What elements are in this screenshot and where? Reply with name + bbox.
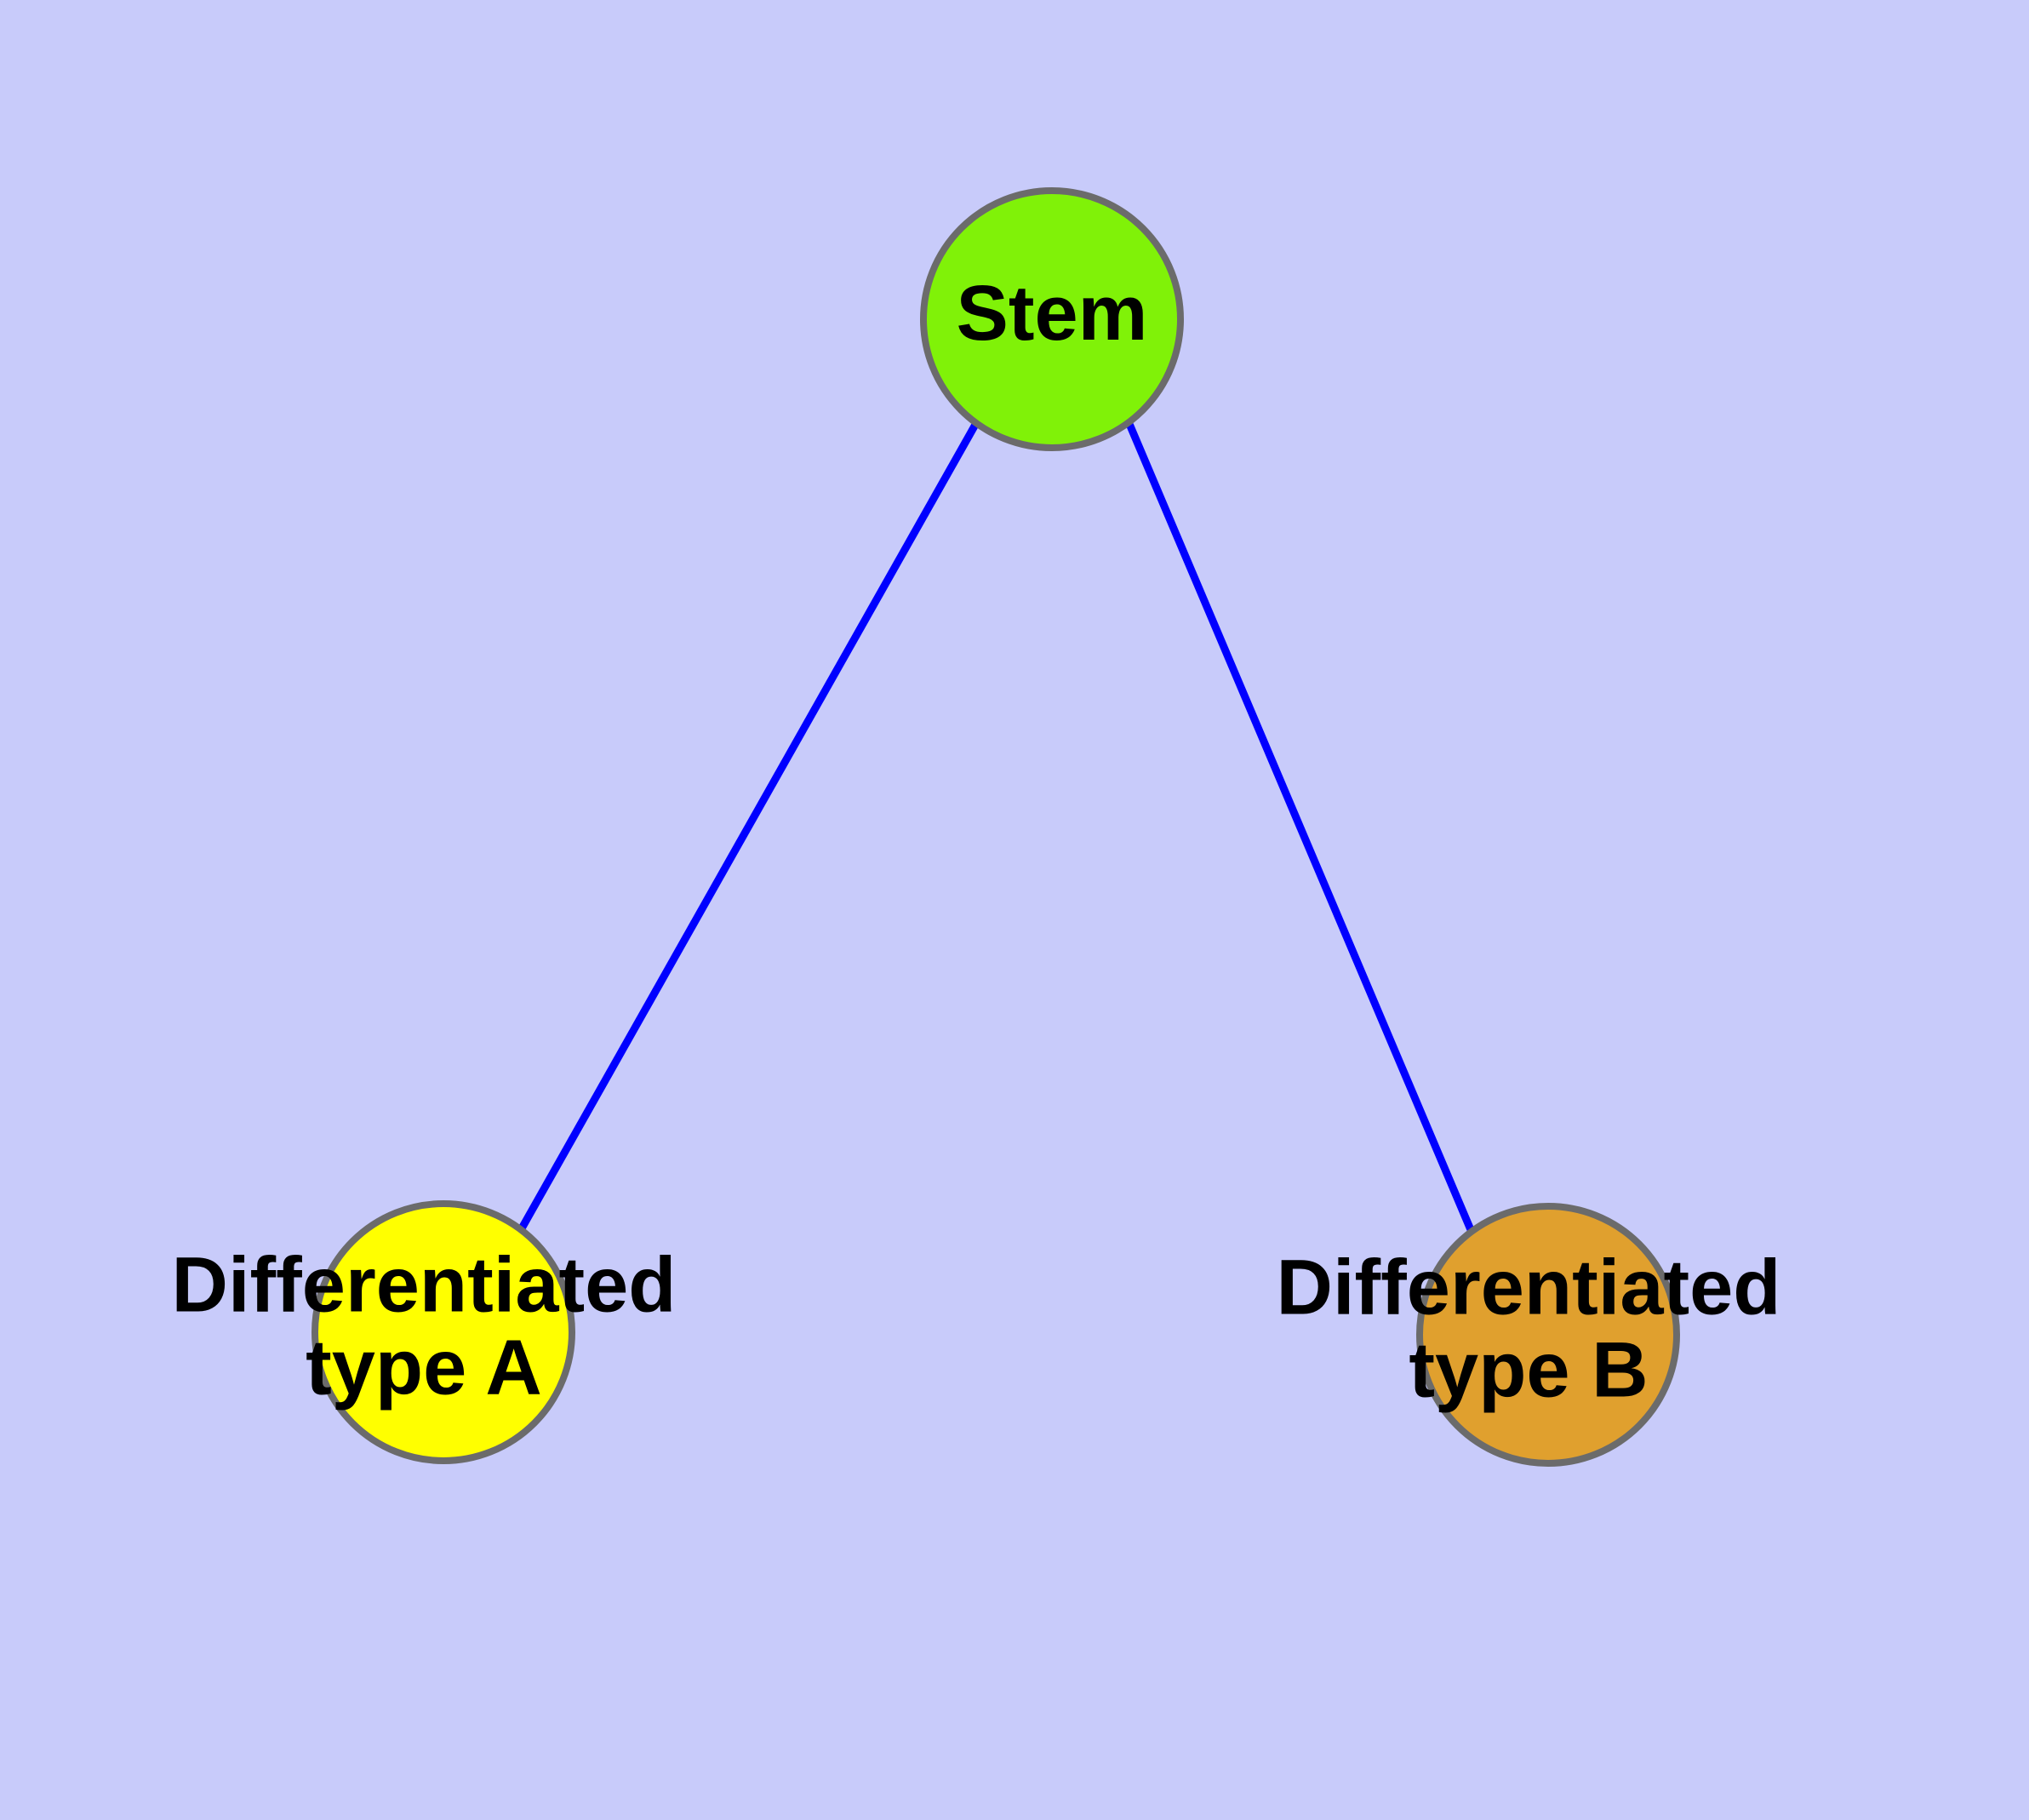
node-label-line: Differentiated xyxy=(172,1242,677,1329)
node-label-line: type B xyxy=(1409,1327,1648,1414)
node-stem[interactable] xyxy=(920,187,1184,451)
node-diff-a[interactable] xyxy=(311,1200,575,1464)
edges-group xyxy=(518,421,1476,1233)
node-label-line: Stem xyxy=(957,270,1148,357)
node-label-line: type A xyxy=(306,1325,542,1411)
edge-stem-to-diff-a[interactable] xyxy=(518,421,980,1231)
node-diff-b[interactable] xyxy=(1416,1203,1680,1467)
nodes-group xyxy=(311,187,1680,1467)
edge-stem-to-diff-b[interactable] xyxy=(1125,422,1476,1233)
node-label-stem: Stem xyxy=(957,270,1148,357)
node-label-line: Differentiated xyxy=(1277,1245,1781,1331)
